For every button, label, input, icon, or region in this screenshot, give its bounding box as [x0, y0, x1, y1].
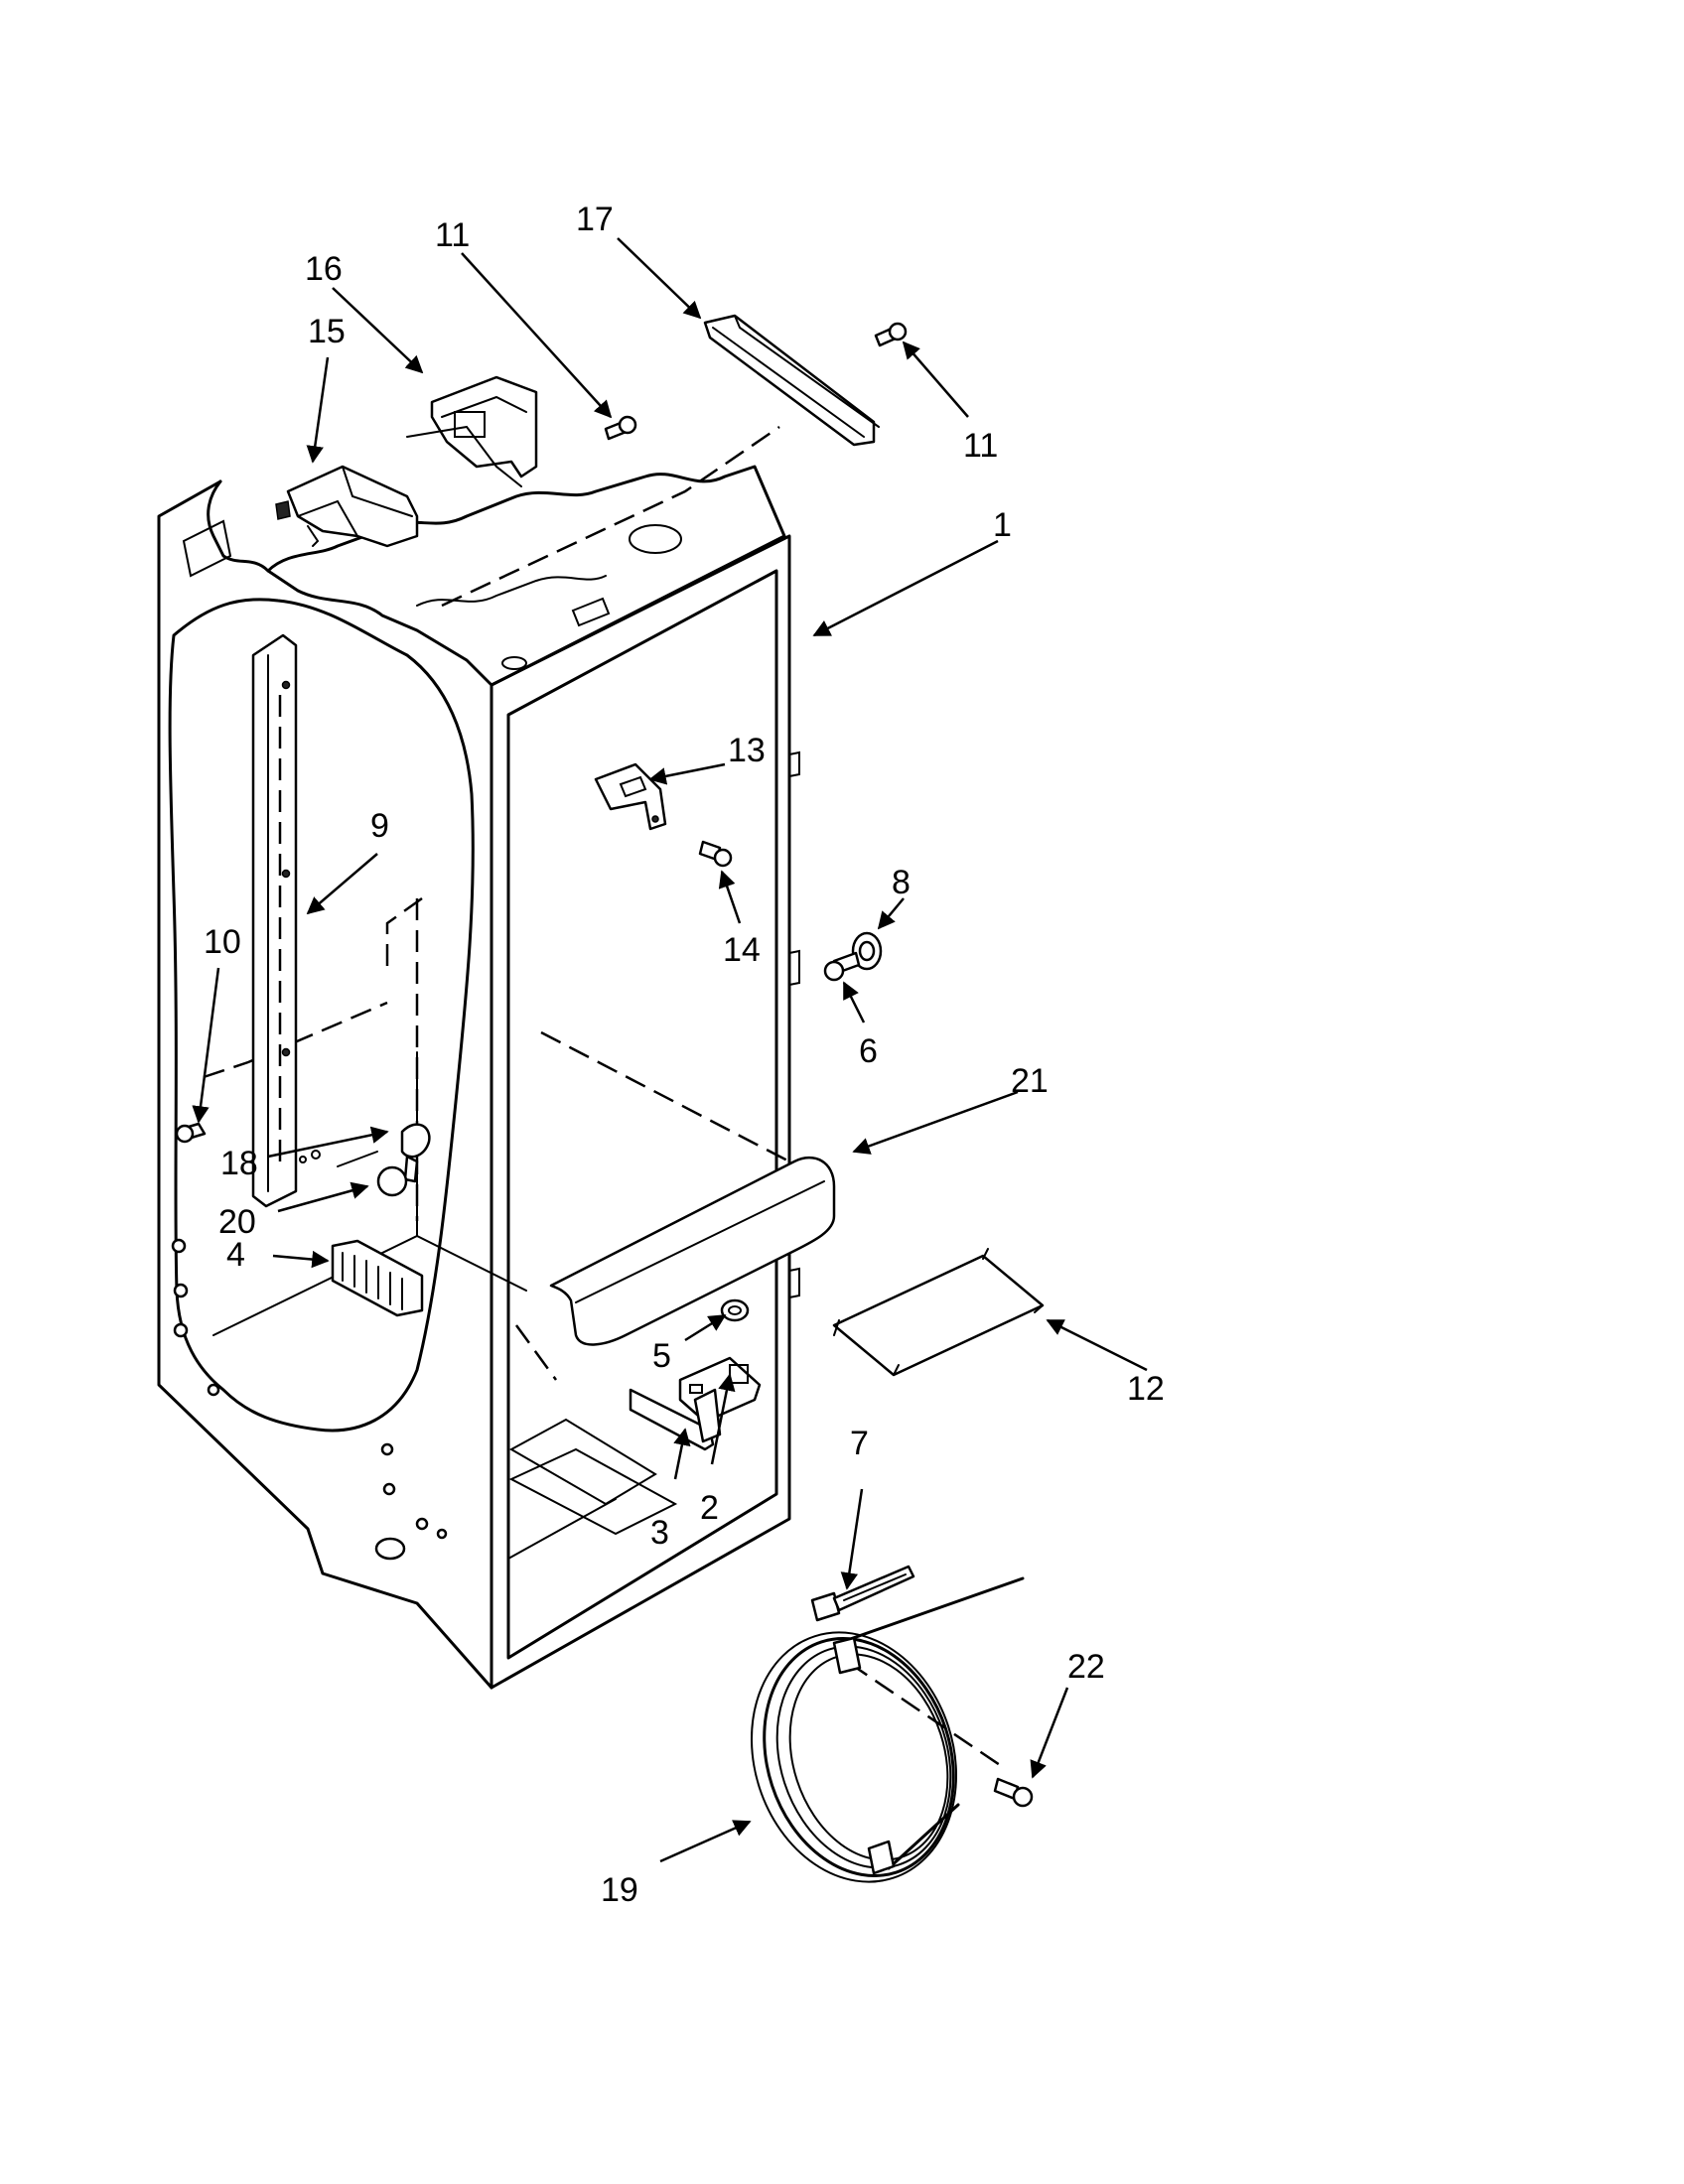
bracket-13	[594, 762, 667, 831]
callout-17: 17	[576, 201, 614, 238]
housing-bracket-16	[406, 375, 538, 487]
callout-1: 1	[993, 506, 1012, 544]
leader-lines	[192, 237, 1148, 1863]
screw-22	[993, 1777, 1034, 1808]
callout-3: 3	[650, 1514, 669, 1552]
callout-11-right: 11	[963, 427, 998, 465]
callout-7: 7	[850, 1425, 869, 1462]
vent-grille	[331, 1239, 424, 1317]
callout-21: 21	[1011, 1062, 1049, 1100]
callout-6: 6	[859, 1032, 878, 1070]
callout-22: 22	[1067, 1648, 1105, 1686]
cover-21	[549, 1156, 836, 1346]
cable-tie-7	[810, 1565, 915, 1622]
callout-18: 18	[220, 1145, 258, 1182]
callout-16: 16	[305, 250, 343, 288]
screw-10	[175, 1122, 207, 1144]
callout-15: 15	[308, 313, 346, 350]
callout-4: 4	[226, 1236, 245, 1274]
callout-8: 8	[892, 864, 911, 901]
shelf-rail	[251, 633, 298, 1208]
callout-14: 14	[723, 931, 761, 969]
glide-8	[851, 931, 883, 971]
water-tube-coil-19	[750, 1576, 1025, 1883]
light-socket	[299, 1123, 431, 1197]
callout-19: 19	[601, 1871, 638, 1909]
top-channel-17	[703, 314, 880, 447]
control-housing-15	[275, 465, 419, 548]
screw-6	[823, 951, 861, 982]
bracket-3	[629, 1388, 722, 1451]
callout-13: 13	[728, 732, 766, 769]
cabinet-liner	[157, 465, 800, 1690]
grommet-5	[720, 1298, 750, 1322]
callout-12: 12	[1127, 1370, 1165, 1408]
callout-20: 20	[218, 1203, 256, 1241]
screw-11-left	[604, 415, 637, 441]
callout-11-top: 11	[435, 216, 470, 254]
switch-bracket-2	[678, 1356, 762, 1424]
cover-plate-12	[832, 1248, 1045, 1377]
callout-9: 9	[370, 807, 389, 845]
callout-2: 2	[700, 1489, 719, 1527]
leader-2	[710, 1373, 736, 1465]
screw-11-right	[874, 322, 908, 347]
screw-14	[698, 840, 733, 868]
callout-labels: 1 2 3 4 5 6 7 8 9 10 11 11 12 13 14 15 1…	[204, 201, 1165, 1909]
callout-5: 5	[652, 1337, 671, 1375]
callout-10: 10	[204, 923, 241, 961]
